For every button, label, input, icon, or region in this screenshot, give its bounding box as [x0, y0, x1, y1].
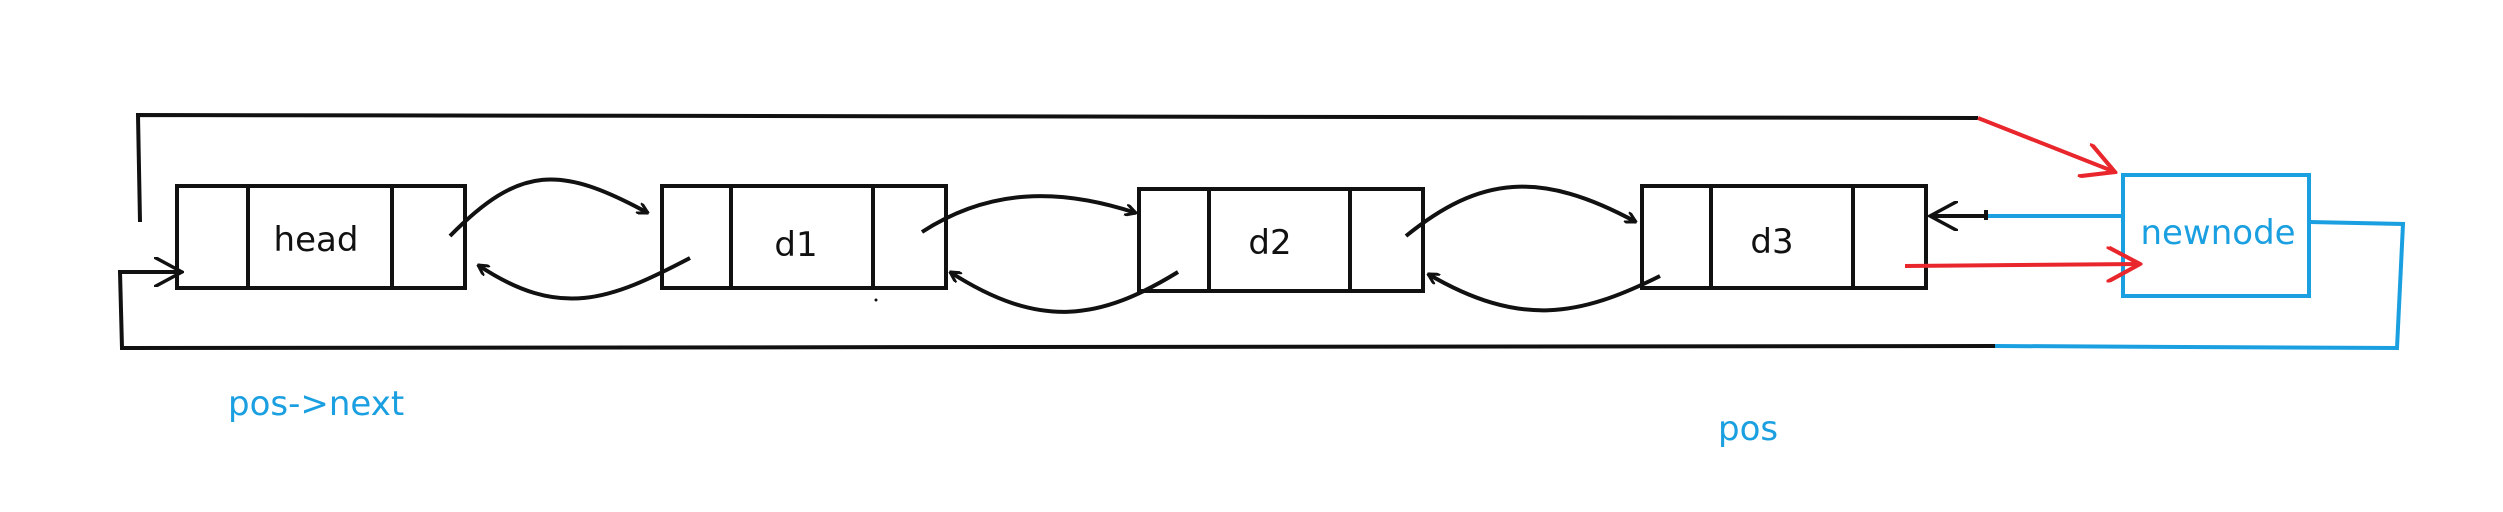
node-label: d1: [774, 225, 817, 265]
link-d3-to-newnode: [1904, 264, 2140, 266]
new-node: newnode: [2121, 173, 2311, 298]
link-head-to-newnode: [1977, 116, 2115, 172]
annotation-pos-next: pos->next: [228, 384, 404, 424]
link-newnode-to-head: [1994, 220, 2406, 351]
node-head: head: [175, 184, 467, 290]
bottom-loop-link: [117, 272, 1996, 351]
link-d1-to-d2: [920, 194, 1136, 234]
stray-dot: [874, 298, 878, 302]
node-d1: d1: [660, 184, 948, 290]
link-d3-to-d2: [1428, 272, 1661, 313]
node-label: d3: [1750, 222, 1793, 262]
link-d1-to-head: [478, 256, 691, 301]
link-d2-to-d3: [1404, 184, 1636, 238]
node-label: head: [274, 220, 359, 260]
node-d2: d2: [1137, 187, 1425, 293]
node-label: d2: [1248, 223, 1291, 263]
node-d3: d3: [1640, 184, 1928, 290]
new-node-label: newnode: [2140, 213, 2295, 253]
annotation-pos: pos: [1718, 409, 1778, 449]
link-head-to-d1: [448, 177, 648, 238]
top-loop-link: [135, 112, 1979, 223]
link-d2-to-d1: [950, 270, 1180, 314]
